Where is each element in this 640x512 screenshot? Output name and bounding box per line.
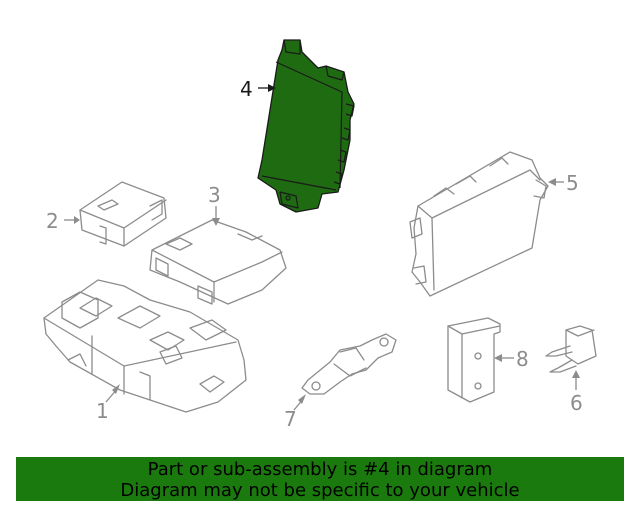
part-6-fuse[interactable] — [545, 325, 597, 373]
svg-text:4: 4 — [240, 77, 253, 101]
part-4-module[interactable] — [257, 39, 355, 213]
part-3-module[interactable] — [149, 219, 287, 305]
svg-text:3: 3 — [208, 183, 221, 207]
part-8-holder[interactable] — [447, 317, 501, 403]
part-7-fuse-link[interactable] — [301, 333, 397, 395]
callout-4: 4 — [240, 77, 276, 101]
svg-text:8: 8 — [516, 347, 529, 371]
svg-text:2: 2 — [46, 209, 59, 233]
svg-text:6: 6 — [570, 391, 583, 415]
callout-1: 1 — [96, 384, 120, 423]
parts-diagram: 1 2 3 4 5 6 7 8 — [43, 39, 597, 431]
svg-text:7: 7 — [284, 407, 297, 431]
part-5-module[interactable] — [409, 151, 549, 297]
part-1-fuse-box[interactable] — [43, 279, 247, 413]
banner-line-1: Part or sub-assembly is #4 in diagram — [147, 459, 493, 480]
info-banner: Part or sub-assembly is #4 in diagram Di… — [16, 457, 624, 501]
callout-5: 5 — [548, 171, 579, 195]
callout-3: 3 — [208, 183, 221, 226]
callout-2: 2 — [46, 209, 80, 233]
callout-8: 8 — [494, 347, 529, 371]
svg-text:1: 1 — [96, 399, 109, 423]
banner-line-2: Diagram may not be specific to your vehi… — [120, 480, 520, 501]
callout-7: 7 — [284, 394, 306, 431]
callout-6: 6 — [570, 370, 583, 415]
part-2-module[interactable] — [79, 181, 167, 247]
svg-text:5: 5 — [566, 171, 579, 195]
